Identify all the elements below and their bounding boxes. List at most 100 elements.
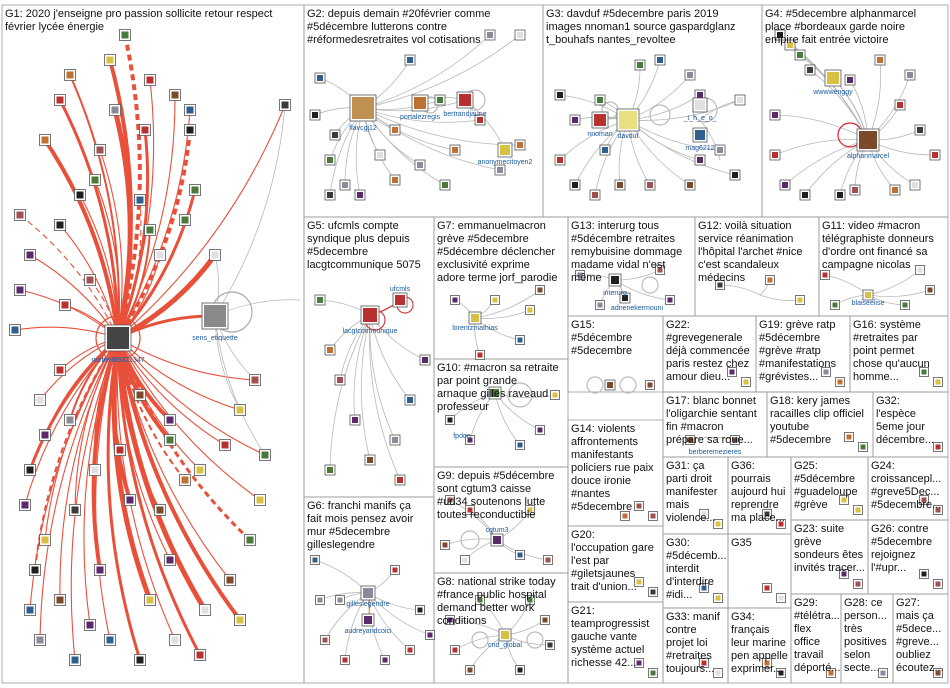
- user-node[interactable]: [164, 434, 176, 446]
- user-node[interactable]: [915, 265, 925, 275]
- user-node-bertrandjaune[interactable]: [456, 91, 474, 109]
- user-node[interactable]: [475, 595, 485, 605]
- user-node[interactable]: [425, 630, 435, 640]
- user-node[interactable]: [39, 534, 51, 546]
- user-node-cgtum3[interactable]: [490, 533, 504, 547]
- user-node[interactable]: [34, 394, 46, 406]
- user-node[interactable]: [648, 511, 658, 521]
- user-node-davduf[interactable]: [616, 108, 640, 132]
- user-node[interactable]: [335, 595, 345, 605]
- user-node[interactable]: [919, 569, 929, 579]
- user-node[interactable]: [762, 658, 772, 668]
- user-node[interactable]: [488, 386, 502, 400]
- user-node[interactable]: [179, 474, 191, 486]
- user-node[interactable]: [699, 509, 709, 519]
- user-node[interactable]: [394, 474, 406, 486]
- user-node[interactable]: [54, 94, 66, 106]
- user-node[interactable]: [614, 179, 626, 191]
- user-node[interactable]: [405, 645, 415, 655]
- user-node[interactable]: [535, 425, 545, 435]
- user-node[interactable]: [545, 640, 555, 650]
- user-node[interactable]: [389, 124, 401, 136]
- user-node[interactable]: [179, 214, 191, 226]
- user-node[interactable]: [575, 270, 585, 280]
- user-node[interactable]: [234, 404, 246, 416]
- user-node[interactable]: [59, 299, 71, 311]
- user-node[interactable]: [254, 494, 266, 506]
- user-node-gilleslegendre[interactable]: [360, 585, 376, 601]
- user-node[interactable]: [830, 300, 840, 310]
- user-node[interactable]: [514, 29, 526, 41]
- user-node[interactable]: [14, 284, 26, 296]
- user-node[interactable]: [199, 604, 211, 616]
- user-node[interactable]: [414, 159, 426, 171]
- user-node[interactable]: [134, 194, 146, 206]
- user-node[interactable]: [853, 505, 863, 515]
- user-node[interactable]: [799, 189, 811, 201]
- user-node[interactable]: [762, 583, 772, 593]
- user-node[interactable]: [184, 104, 196, 116]
- user-node[interactable]: [69, 654, 81, 666]
- user-node[interactable]: [834, 189, 846, 201]
- user-node[interactable]: [104, 54, 116, 66]
- user-node[interactable]: [904, 69, 916, 81]
- user-node[interactable]: [494, 164, 506, 176]
- user-node[interactable]: [89, 174, 101, 186]
- user-node[interactable]: [730, 435, 740, 445]
- user-node[interactable]: [776, 593, 786, 603]
- user-node[interactable]: [914, 124, 926, 136]
- user-node[interactable]: [644, 179, 656, 191]
- user-node[interactable]: [89, 464, 101, 476]
- user-node[interactable]: [104, 634, 116, 646]
- user-node[interactable]: [714, 144, 726, 156]
- user-node[interactable]: [554, 154, 566, 166]
- user-node[interactable]: [320, 635, 330, 645]
- user-node-adnenekermouni[interactable]: [619, 292, 631, 304]
- user-node[interactable]: [314, 294, 326, 306]
- user-node[interactable]: [933, 377, 943, 387]
- user-node[interactable]: [339, 179, 351, 191]
- user-node[interactable]: [933, 668, 943, 678]
- user-node[interactable]: [839, 569, 849, 579]
- user-node[interactable]: [169, 89, 181, 101]
- user-node[interactable]: [84, 274, 96, 286]
- user-node[interactable]: [599, 144, 611, 156]
- user-node[interactable]: [234, 614, 246, 626]
- user-node[interactable]: [713, 519, 723, 529]
- user-node[interactable]: [29, 564, 41, 576]
- user-node[interactable]: [933, 505, 943, 515]
- user-node[interactable]: [844, 74, 856, 86]
- user-node[interactable]: [525, 595, 535, 605]
- user-node[interactable]: [634, 658, 644, 668]
- user-node[interactable]: [685, 435, 695, 445]
- user-node[interactable]: [776, 668, 786, 678]
- hub-node-norbert69321347[interactable]: [104, 324, 132, 352]
- user-node[interactable]: [727, 367, 737, 377]
- user-node[interactable]: [34, 634, 46, 646]
- user-node[interactable]: [445, 615, 455, 625]
- user-node[interactable]: [244, 534, 256, 546]
- user-node[interactable]: [699, 658, 709, 668]
- user-node-t-h-e-o[interactable]: [692, 97, 708, 113]
- user-node[interactable]: [654, 54, 666, 66]
- user-node[interactable]: [315, 595, 325, 605]
- user-node[interactable]: [309, 109, 321, 121]
- user-node[interactable]: [184, 124, 196, 136]
- user-node[interactable]: [874, 54, 886, 66]
- user-node-anonymecitoyen2[interactable]: [497, 142, 513, 158]
- user-node[interactable]: [919, 495, 929, 505]
- user-node[interactable]: [684, 179, 696, 191]
- user-node[interactable]: [909, 179, 921, 191]
- user-node[interactable]: [9, 324, 21, 336]
- user-node[interactable]: [94, 564, 106, 576]
- user-node[interactable]: [404, 54, 416, 66]
- user-node[interactable]: [194, 464, 206, 476]
- user-node[interactable]: [54, 364, 66, 376]
- user-node[interactable]: [713, 668, 723, 678]
- user-node[interactable]: [354, 189, 366, 201]
- user-node-audreyandcoici[interactable]: [361, 613, 375, 627]
- user-node-cnd-global[interactable]: [498, 628, 512, 642]
- user-node[interactable]: [474, 114, 486, 126]
- user-node[interactable]: [515, 665, 525, 675]
- user-node[interactable]: [224, 574, 236, 586]
